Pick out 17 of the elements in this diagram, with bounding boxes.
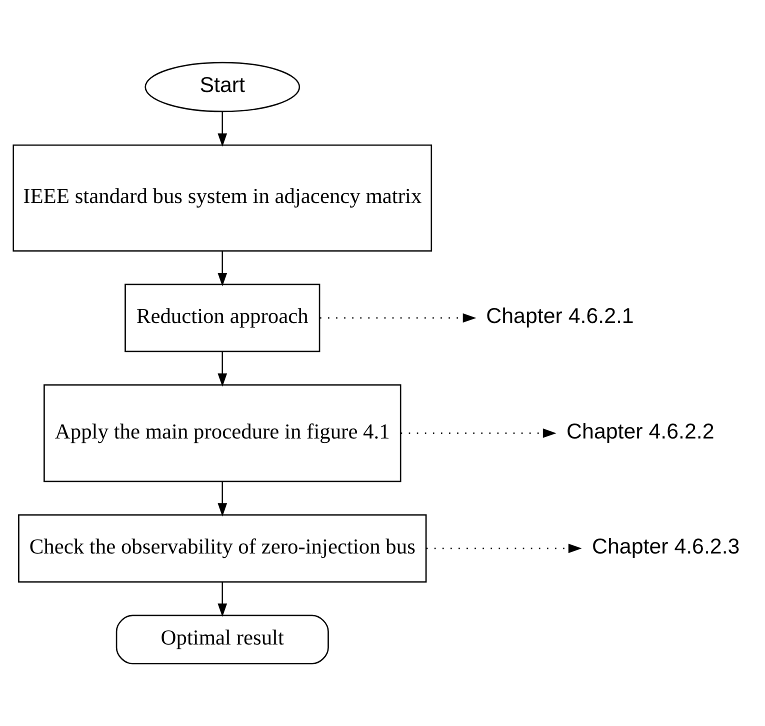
node-box: Optimal result (116, 614, 329, 664)
arrow (400, 428, 556, 438)
arrow (218, 582, 228, 617)
arrow (426, 544, 582, 554)
arrow (218, 251, 228, 286)
node-box: IEEE standard bus system in adjacency matrix (12, 144, 432, 252)
node-ellipse: Start (144, 62, 300, 112)
arrow (218, 482, 228, 517)
node-box: Reduction approach (124, 284, 320, 352)
arrow (218, 112, 228, 147)
node-box: Check the observability of zero-injection bus (18, 514, 427, 583)
node-box: Apply the main procedure in figure 4.1 (44, 384, 402, 482)
node-text: Chapter 4.6.2.3 (592, 534, 740, 559)
arrow (320, 313, 476, 323)
arrow (218, 352, 228, 387)
node-text: Chapter 4.6.2.1 (486, 304, 634, 328)
node-text: Chapter 4.6.2.2 (566, 419, 714, 444)
